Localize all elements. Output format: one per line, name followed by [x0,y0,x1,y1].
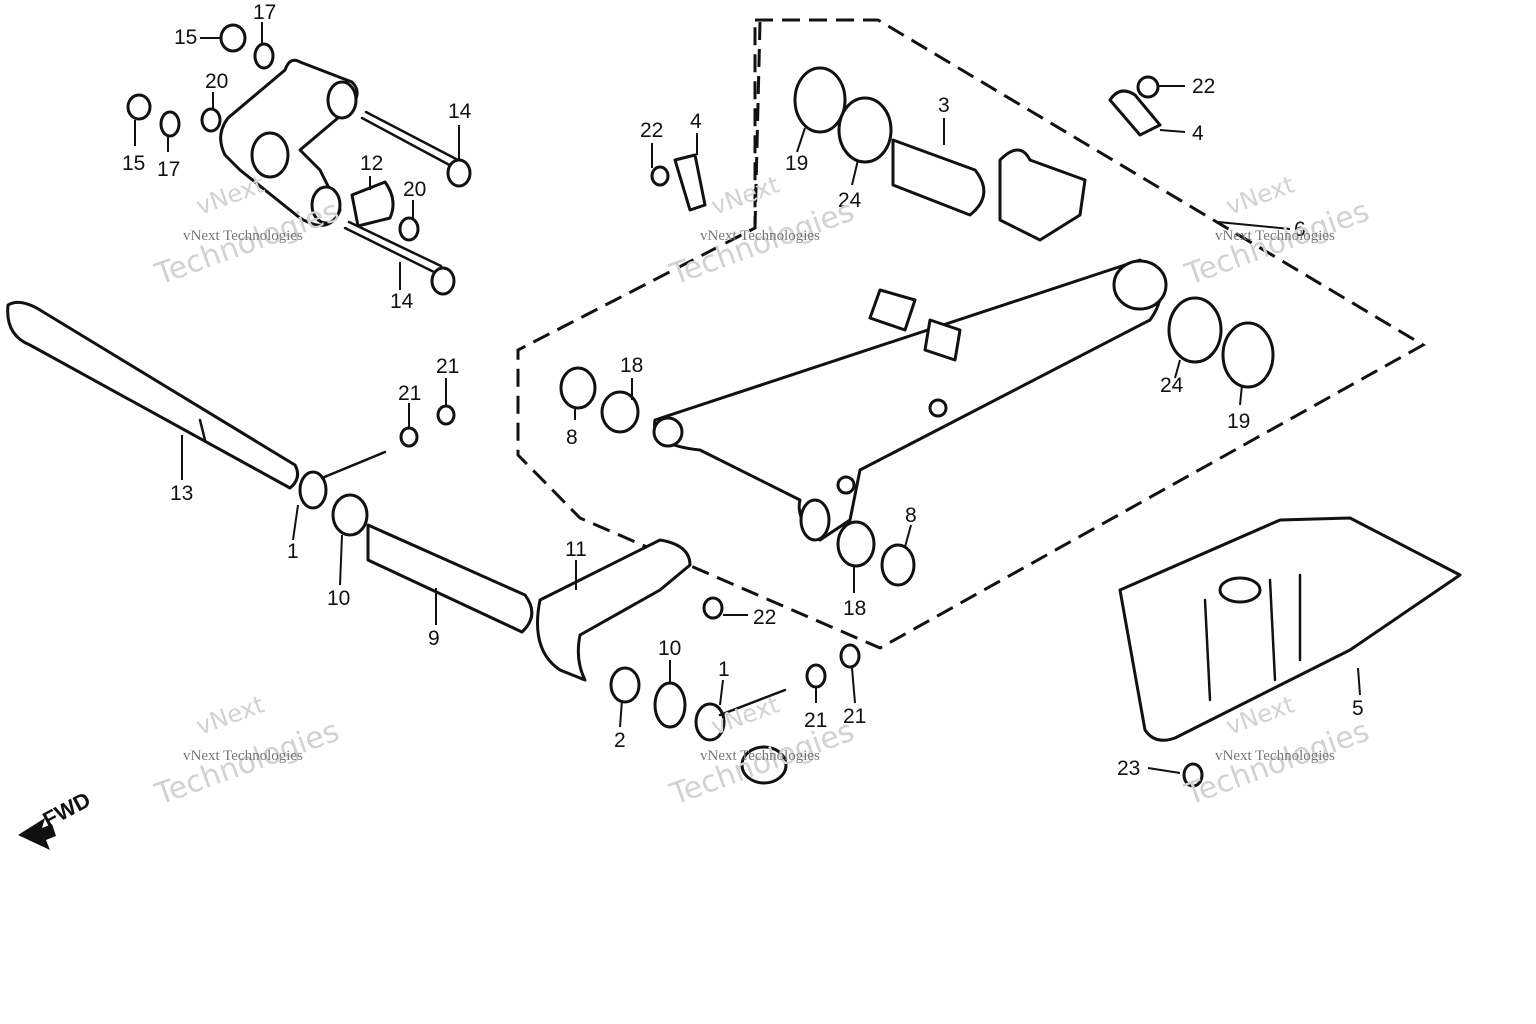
callout-1-a: 1 [287,540,299,563]
svg-text:vNext: vNext [707,690,782,740]
callout-10-a: 10 [327,587,350,610]
callout-17-a: 17 [253,1,276,24]
bearings [559,66,1275,587]
callout-24-b: 24 [1160,374,1184,397]
callout-2: 2 [614,729,626,752]
watermark-caption: vNext Technologies [1215,748,1335,764]
watermark-caption: vNext Technologies [183,748,303,764]
fwd-arrow: FWD [18,787,95,850]
callout-9: 9 [428,627,440,650]
callout-17-b: 17 [157,158,180,181]
callout-21-b: 21 [436,355,459,378]
svg-text:vNext: vNext [192,690,267,740]
callout-14-a: 14 [448,100,472,123]
callout-1-b: 1 [718,658,730,681]
callout-10-b: 10 [658,637,681,660]
callout-22-a: 22 [753,606,776,629]
callout-4-b: 4 [1192,122,1204,145]
callout-4-a: 4 [690,110,702,133]
callout-19-b: 19 [1227,410,1250,433]
callout-22-c: 22 [1192,75,1215,98]
watermark-caption: vNext Technologies [1215,228,1335,244]
pivot-shaft [6,300,300,490]
callout-15-a: 15 [174,26,197,49]
callout-5: 5 [1352,697,1364,720]
callout-23: 23 [1117,757,1140,780]
swingarm-assembly-outline [516,18,1427,650]
pivot-parts-right [609,596,861,785]
swingarm [652,148,1168,542]
callout-13: 13 [170,482,193,505]
callout-21-c: 21 [804,709,827,732]
callout-21-d: 21 [843,705,866,728]
callout-6: 6 [1294,218,1306,241]
callout-19-a: 19 [785,152,808,175]
callout-24-a: 24 [838,189,862,212]
callout-11: 11 [565,538,587,561]
callout-8-b: 8 [905,504,917,527]
svg-text:vNext: vNext [1222,170,1297,220]
watermark-bottom-left: vNext Technologies vNext Technologies [150,690,344,813]
watermark-top-right: vNext Technologies vNext Technologies [1180,170,1374,293]
callout-18-b: 18 [843,597,866,620]
callout-15-b: 15 [122,152,145,175]
svg-text:vNext: vNext [192,170,267,220]
callout-8-a: 8 [566,426,578,449]
callout-numbers: 15 17 20 15 17 14 12 20 14 13 1 10 9 11 … [122,1,1364,780]
watermark-caption: vNext Technologies [183,228,303,244]
callout-22-b: 22 [640,119,663,142]
callout-14-b: 14 [390,290,414,313]
shock-link-group [126,23,472,296]
callout-12: 12 [360,152,383,175]
callout-21-a: 21 [398,382,421,405]
svg-text:vNext: vNext [707,170,782,220]
leader-lines [134,22,1361,774]
pivot-parts-left [298,404,534,634]
watermark-bottom-center: vNext Technologies vNext Technologies [665,690,859,813]
callout-20-a: 20 [205,70,228,93]
skid-plate [1118,516,1462,788]
callout-3: 3 [938,94,950,117]
callout-20-b: 20 [403,178,426,201]
outline-edge [753,21,762,229]
watermark-caption: vNext Technologies [700,228,820,244]
watermark-caption: vNext Technologies [700,748,820,764]
callout-18-a: 18 [620,354,643,377]
chain-slider [536,538,692,682]
fwd-label: FWD [39,787,95,833]
